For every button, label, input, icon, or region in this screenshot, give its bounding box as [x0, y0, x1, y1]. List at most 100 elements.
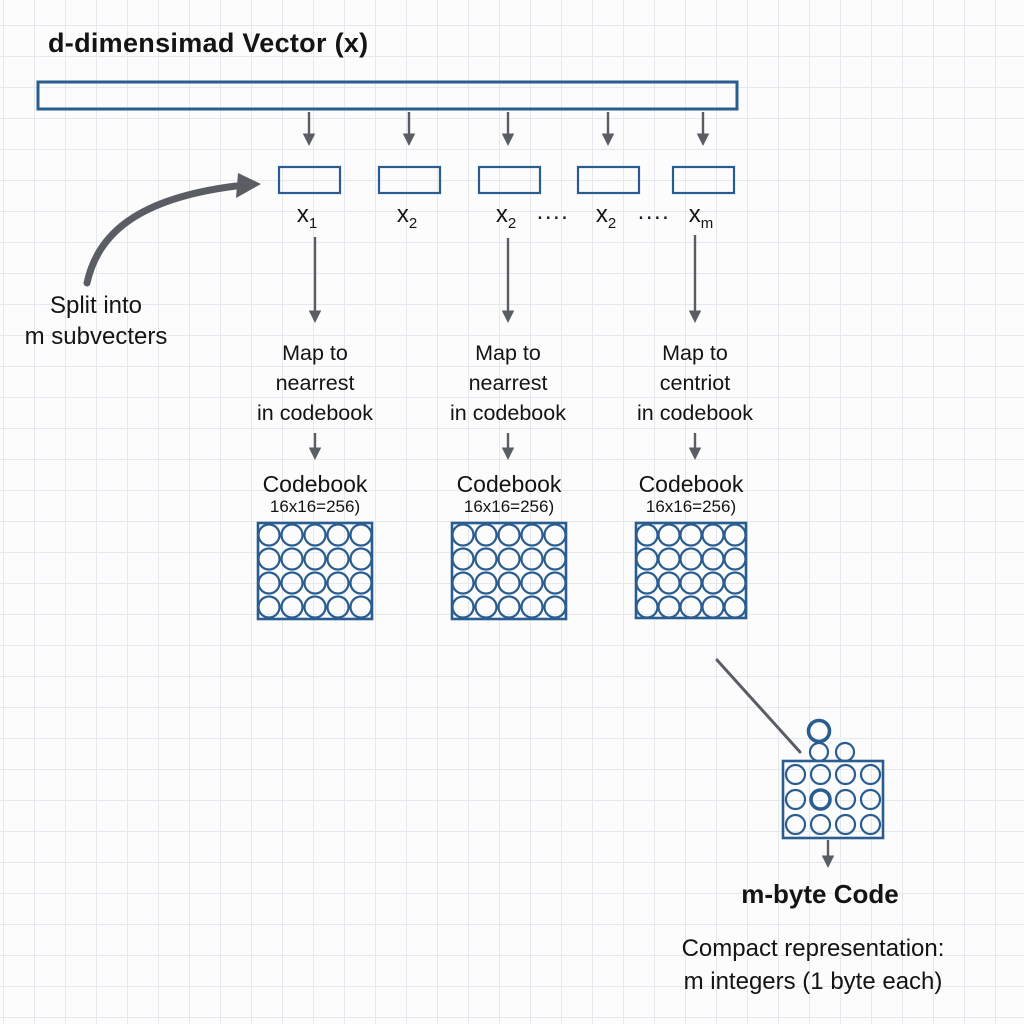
codebook-grid	[257, 523, 373, 619]
code-grid	[784, 763, 882, 836]
subvector-box	[477, 165, 542, 195]
centroid-circle	[326, 571, 350, 595]
centroid-circle	[520, 595, 544, 619]
centroid-circle	[497, 523, 521, 547]
codebook-head-3: Codebook 16x16=256)	[606, 471, 776, 516]
centroid-circle	[349, 595, 373, 619]
ellipsis: ....	[536, 198, 570, 225]
label-sub: 2	[507, 214, 517, 232]
selected-centroid-circle	[806, 718, 832, 744]
label-sub: 1	[308, 214, 318, 232]
centroid-circle	[303, 595, 327, 619]
subvector-box	[671, 165, 736, 195]
label-base: x	[396, 201, 409, 228]
centroid-circle	[257, 571, 281, 595]
label-base: x	[296, 201, 309, 228]
code-label: m-byte Code	[741, 879, 899, 909]
compact-note: Compact representation: m integers (1 by…	[653, 932, 973, 998]
codebook-head-2: Codebook 16x16=256)	[424, 471, 594, 516]
split-note-line1: Split into	[49, 292, 143, 319]
split-curved-arrow	[83, 182, 240, 287]
centroid-circle	[543, 547, 567, 571]
centroid-circle	[451, 547, 475, 571]
centroid-circle	[784, 788, 807, 811]
map-note-line: Map to	[662, 341, 728, 365]
map-note-1: Map to nearrest in codebook	[230, 338, 400, 428]
map-note-2: Map to nearrest in codebook	[423, 338, 593, 428]
codebook-title: Codebook	[456, 471, 562, 497]
split-note-line2: m subvecters	[24, 323, 168, 350]
codebook-subtitle: 16x16=256)	[463, 497, 555, 516]
centroid-circle	[635, 523, 659, 547]
centroid-circle	[701, 595, 725, 619]
centroid-circle	[451, 571, 475, 595]
codebook-subtitle: 16x16=256)	[645, 497, 737, 516]
centroid-circle	[520, 523, 544, 547]
ellipsis: ....	[637, 198, 671, 225]
centroid-circle	[543, 595, 567, 619]
centroid-circle	[451, 595, 475, 619]
centroid-circle	[543, 523, 567, 547]
centroid-circle	[657, 571, 681, 595]
map-note-line: nearrest	[275, 371, 355, 395]
subvector-label-x3: x2	[474, 201, 538, 232]
centroid-circle	[257, 523, 281, 547]
centroid-circle	[635, 571, 659, 595]
centroid-circle	[520, 571, 544, 595]
map-note-line: Map to	[282, 341, 348, 365]
label-sub: 2	[408, 214, 418, 232]
codebook-grid	[451, 523, 567, 619]
map-note-line: centriot	[659, 371, 731, 395]
centroid-circle	[303, 523, 327, 547]
vector-rect	[36, 80, 739, 111]
centroid-circle	[679, 571, 703, 595]
subvector-box	[576, 165, 641, 195]
centroid-circle	[808, 741, 830, 763]
centroid-circle	[723, 547, 747, 571]
centroid-circle	[834, 763, 857, 786]
subvector-box	[377, 165, 442, 195]
centroid-circle	[497, 547, 521, 571]
centroid-circle	[474, 547, 498, 571]
centroid-circle	[657, 547, 681, 571]
centroid-circle	[349, 571, 373, 595]
codebook-box	[450, 521, 568, 621]
vector-split-arrows	[302, 112, 710, 146]
centroid-circle	[474, 523, 498, 547]
compact-note-line2: m integers (1 byte each)	[683, 968, 943, 995]
selected-centroid-circles	[806, 718, 856, 763]
centroid-circle	[280, 571, 304, 595]
centroid-circle	[326, 523, 350, 547]
centroid-circle	[349, 547, 373, 571]
centroid-circle	[543, 571, 567, 595]
map-note-3: Map to centriot in codebook	[610, 338, 780, 428]
code-box	[781, 759, 885, 840]
split-curved-arrowhead	[236, 173, 261, 198]
codebook-grid	[635, 523, 747, 619]
centroid-circle	[474, 571, 498, 595]
centroid-circle	[451, 523, 475, 547]
centroid-circle	[809, 813, 832, 836]
codebook-subtitle: 16x16=256)	[269, 497, 361, 516]
centroid-circle	[859, 788, 882, 811]
split-note: Split into m subvecters	[8, 290, 184, 352]
centroid-circle	[859, 763, 882, 786]
centroid-circle	[280, 595, 304, 619]
subvector-box	[277, 165, 342, 195]
centroid-circle	[679, 523, 703, 547]
centroid-circle	[784, 763, 807, 786]
subvector-label-xm: xm	[669, 201, 733, 232]
codebook-head-1: Codebook 16x16=256)	[230, 471, 400, 516]
centroid-circle	[326, 547, 350, 571]
centroid-circle	[303, 547, 327, 571]
centroid-circle	[809, 763, 832, 786]
centroid-circle	[303, 571, 327, 595]
centroid-circle	[657, 523, 681, 547]
centroid-circle	[834, 788, 857, 811]
centroid-circle	[834, 813, 857, 836]
map-note-line: nearrest	[468, 371, 548, 395]
map-arrows	[308, 235, 702, 323]
centroid-circle	[701, 523, 725, 547]
